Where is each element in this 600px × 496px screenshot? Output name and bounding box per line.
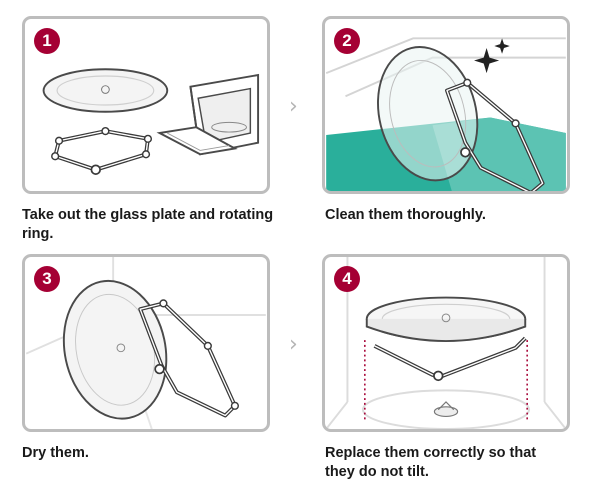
cleaning-illustration [325,37,566,191]
chevron-right-icon: › [289,332,298,357]
glass-plate-and-ring-illustration [42,68,260,175]
step-4-caption: Replace them correctly so that they do n… [325,445,537,480]
step-3-caption: Dry them. [22,445,89,461]
step-3-badge: 3 [34,266,60,292]
step-1-panel: 1 [22,16,270,194]
step-4-panel: 4 [322,254,570,432]
replace-plate-illustration [325,257,567,429]
chevron-right-icon: › [289,94,298,119]
step-2-panel: 2 [322,16,570,194]
drying-illustration [25,257,266,429]
sparkle-icon [474,47,500,74]
step-1-caption: Take out the glass plate and rotating ri… [22,207,274,242]
step-3-panel: 3 [22,254,270,432]
step-4-badge: 4 [334,266,360,292]
step-1-badge: 1 [34,28,60,54]
step-2-badge: 2 [334,28,360,54]
step-2-caption: Clean them thoroughly. [325,207,486,223]
